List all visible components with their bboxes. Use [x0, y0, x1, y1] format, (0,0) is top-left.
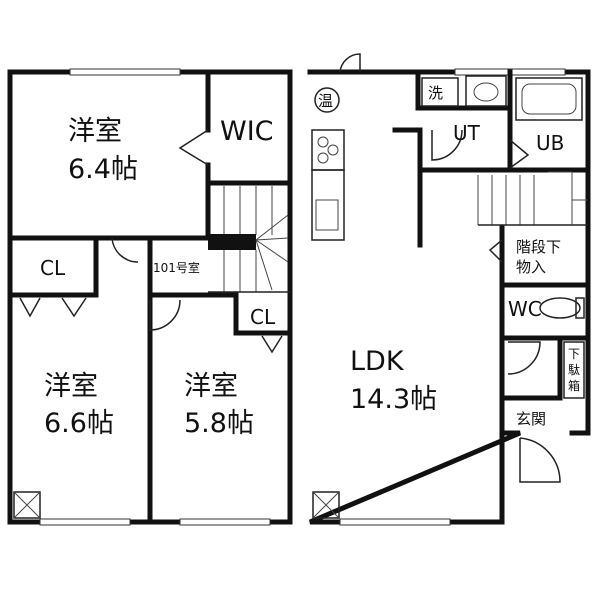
water-heater-label: 温: [318, 92, 333, 110]
room-size-right: 5.8帖: [184, 408, 254, 439]
shoe-box-label-1: 下: [568, 347, 580, 361]
closet-door: [261, 335, 283, 354]
stair-landing-bar: [208, 234, 256, 250]
closet-left-label: CL: [40, 256, 66, 280]
storage-label-line1: 階段下: [516, 238, 561, 256]
door-swing: [488, 239, 503, 263]
room-name-top: 洋室: [68, 116, 122, 147]
door-swing: [507, 341, 541, 375]
room-size-top: 6.4帖: [68, 154, 138, 185]
closet-right-label: CL: [250, 305, 276, 329]
room-name-right: 洋室: [184, 371, 238, 402]
washer: [421, 77, 459, 107]
window: [39, 518, 131, 526]
floor-hatch: [312, 491, 340, 519]
closet-door: [19, 297, 87, 318]
room-name-left: 洋室: [44, 371, 98, 402]
bath-label: UB: [536, 131, 564, 155]
ground-floor: 温 洗 UT UB 階段下 物入 WC 下 駄 箱 玄関 LDK 14.3帖: [307, 53, 591, 526]
storage-label-line2: 物入: [516, 258, 546, 276]
ldk-size: 14.3帖: [350, 384, 437, 415]
floor-hatch: [13, 491, 41, 519]
door-swing: [111, 237, 139, 263]
window: [339, 518, 451, 526]
door-swing: [431, 129, 463, 161]
door-swing: [509, 139, 530, 169]
kitchen-counter-icon: [311, 169, 345, 241]
entrance-door-swing: [519, 437, 561, 483]
washer-label: 洗: [428, 84, 443, 102]
bathtub-icon: [515, 77, 583, 121]
ground-floor-outline: [307, 69, 591, 525]
shoe-box-label-3: 箱: [568, 378, 580, 393]
washbasin-icon: [465, 75, 507, 107]
water-heater: [314, 87, 340, 113]
shoe-box-outline: [563, 341, 585, 399]
ldk-name: LDK: [350, 346, 405, 377]
entrance-label: 玄関: [516, 410, 546, 428]
wic-label: WIC: [220, 116, 274, 147]
utility-label: UT: [453, 121, 481, 145]
staircase: [208, 186, 290, 293]
window: [179, 518, 271, 526]
door-swing: [178, 129, 209, 166]
shoe-box-label-2: 駄: [568, 362, 580, 377]
door-swing: [339, 53, 361, 73]
door-swing: [149, 299, 181, 331]
toilet-label: WC: [508, 297, 542, 321]
room-size-left: 6.6帖: [44, 408, 114, 439]
window: [69, 68, 181, 76]
stove-icon: [311, 129, 345, 171]
upper-floor: 洋室 6.4帖 WIC CL 101号室 洋室 6.6帖 洋室 5.8帖 CL: [7, 68, 293, 526]
room-number-label: 101号室: [153, 260, 200, 275]
staircase: [477, 171, 588, 226]
toilet-icon: [539, 297, 585, 319]
